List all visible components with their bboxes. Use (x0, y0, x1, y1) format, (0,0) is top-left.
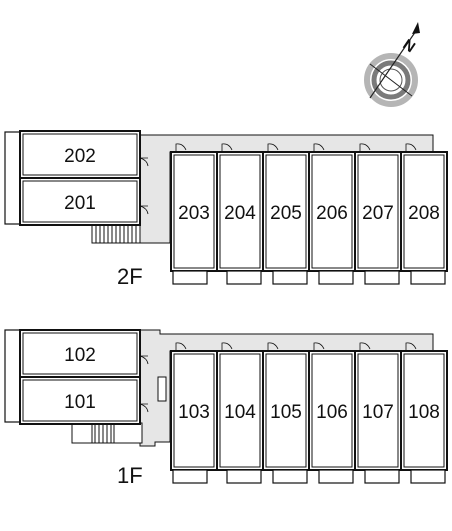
unit-label-202: 202 (64, 146, 96, 167)
unit-label-206: 206 (316, 203, 348, 224)
unit-208 (400, 151, 448, 272)
floor-1f: 102 101 103 104 105 106 107 108 (4, 329, 448, 488)
unit-202 (19, 130, 141, 179)
unit-label-103: 103 (178, 402, 210, 423)
balcony-2f (4, 131, 22, 225)
unit-label-101: 101 (64, 392, 96, 413)
unit-label-203: 203 (178, 203, 210, 224)
unit-label-107: 107 (362, 402, 394, 423)
compass-north-label: N (400, 36, 418, 56)
floor-label-2f: 2F (117, 264, 143, 289)
unit-108 (400, 350, 448, 471)
unit-201 (19, 177, 141, 226)
unit-label-201: 201 (64, 193, 96, 214)
unit-label-104: 104 (224, 402, 256, 423)
unit-label-207: 207 (362, 203, 394, 224)
unit-label-208: 208 (408, 203, 440, 224)
unit-205 (262, 151, 310, 272)
balcony-1f (4, 329, 22, 423)
row-units-2f: 203 204 205 206 207 208 (170, 151, 448, 272)
unit-206 (308, 151, 356, 272)
unit-106 (308, 350, 356, 471)
compass-icon: N (364, 22, 420, 107)
floor-2f: 202 201 203 204 205 206 207 208 (4, 130, 448, 289)
unit-label-108: 108 (408, 402, 440, 423)
unit-101 (19, 376, 141, 425)
row-units-1f: 103 104 105 106 107 108 (170, 350, 448, 471)
unit-102 (19, 329, 141, 378)
unit-label-205: 205 (270, 203, 302, 224)
unit-label-105: 105 (270, 402, 302, 423)
unit-107 (354, 350, 402, 471)
unit-label-106: 106 (316, 402, 348, 423)
unit-label-102: 102 (64, 345, 96, 366)
floor-label-1f: 1F (117, 463, 143, 488)
unit-207 (354, 151, 402, 272)
unit-label-204: 204 (224, 203, 256, 224)
